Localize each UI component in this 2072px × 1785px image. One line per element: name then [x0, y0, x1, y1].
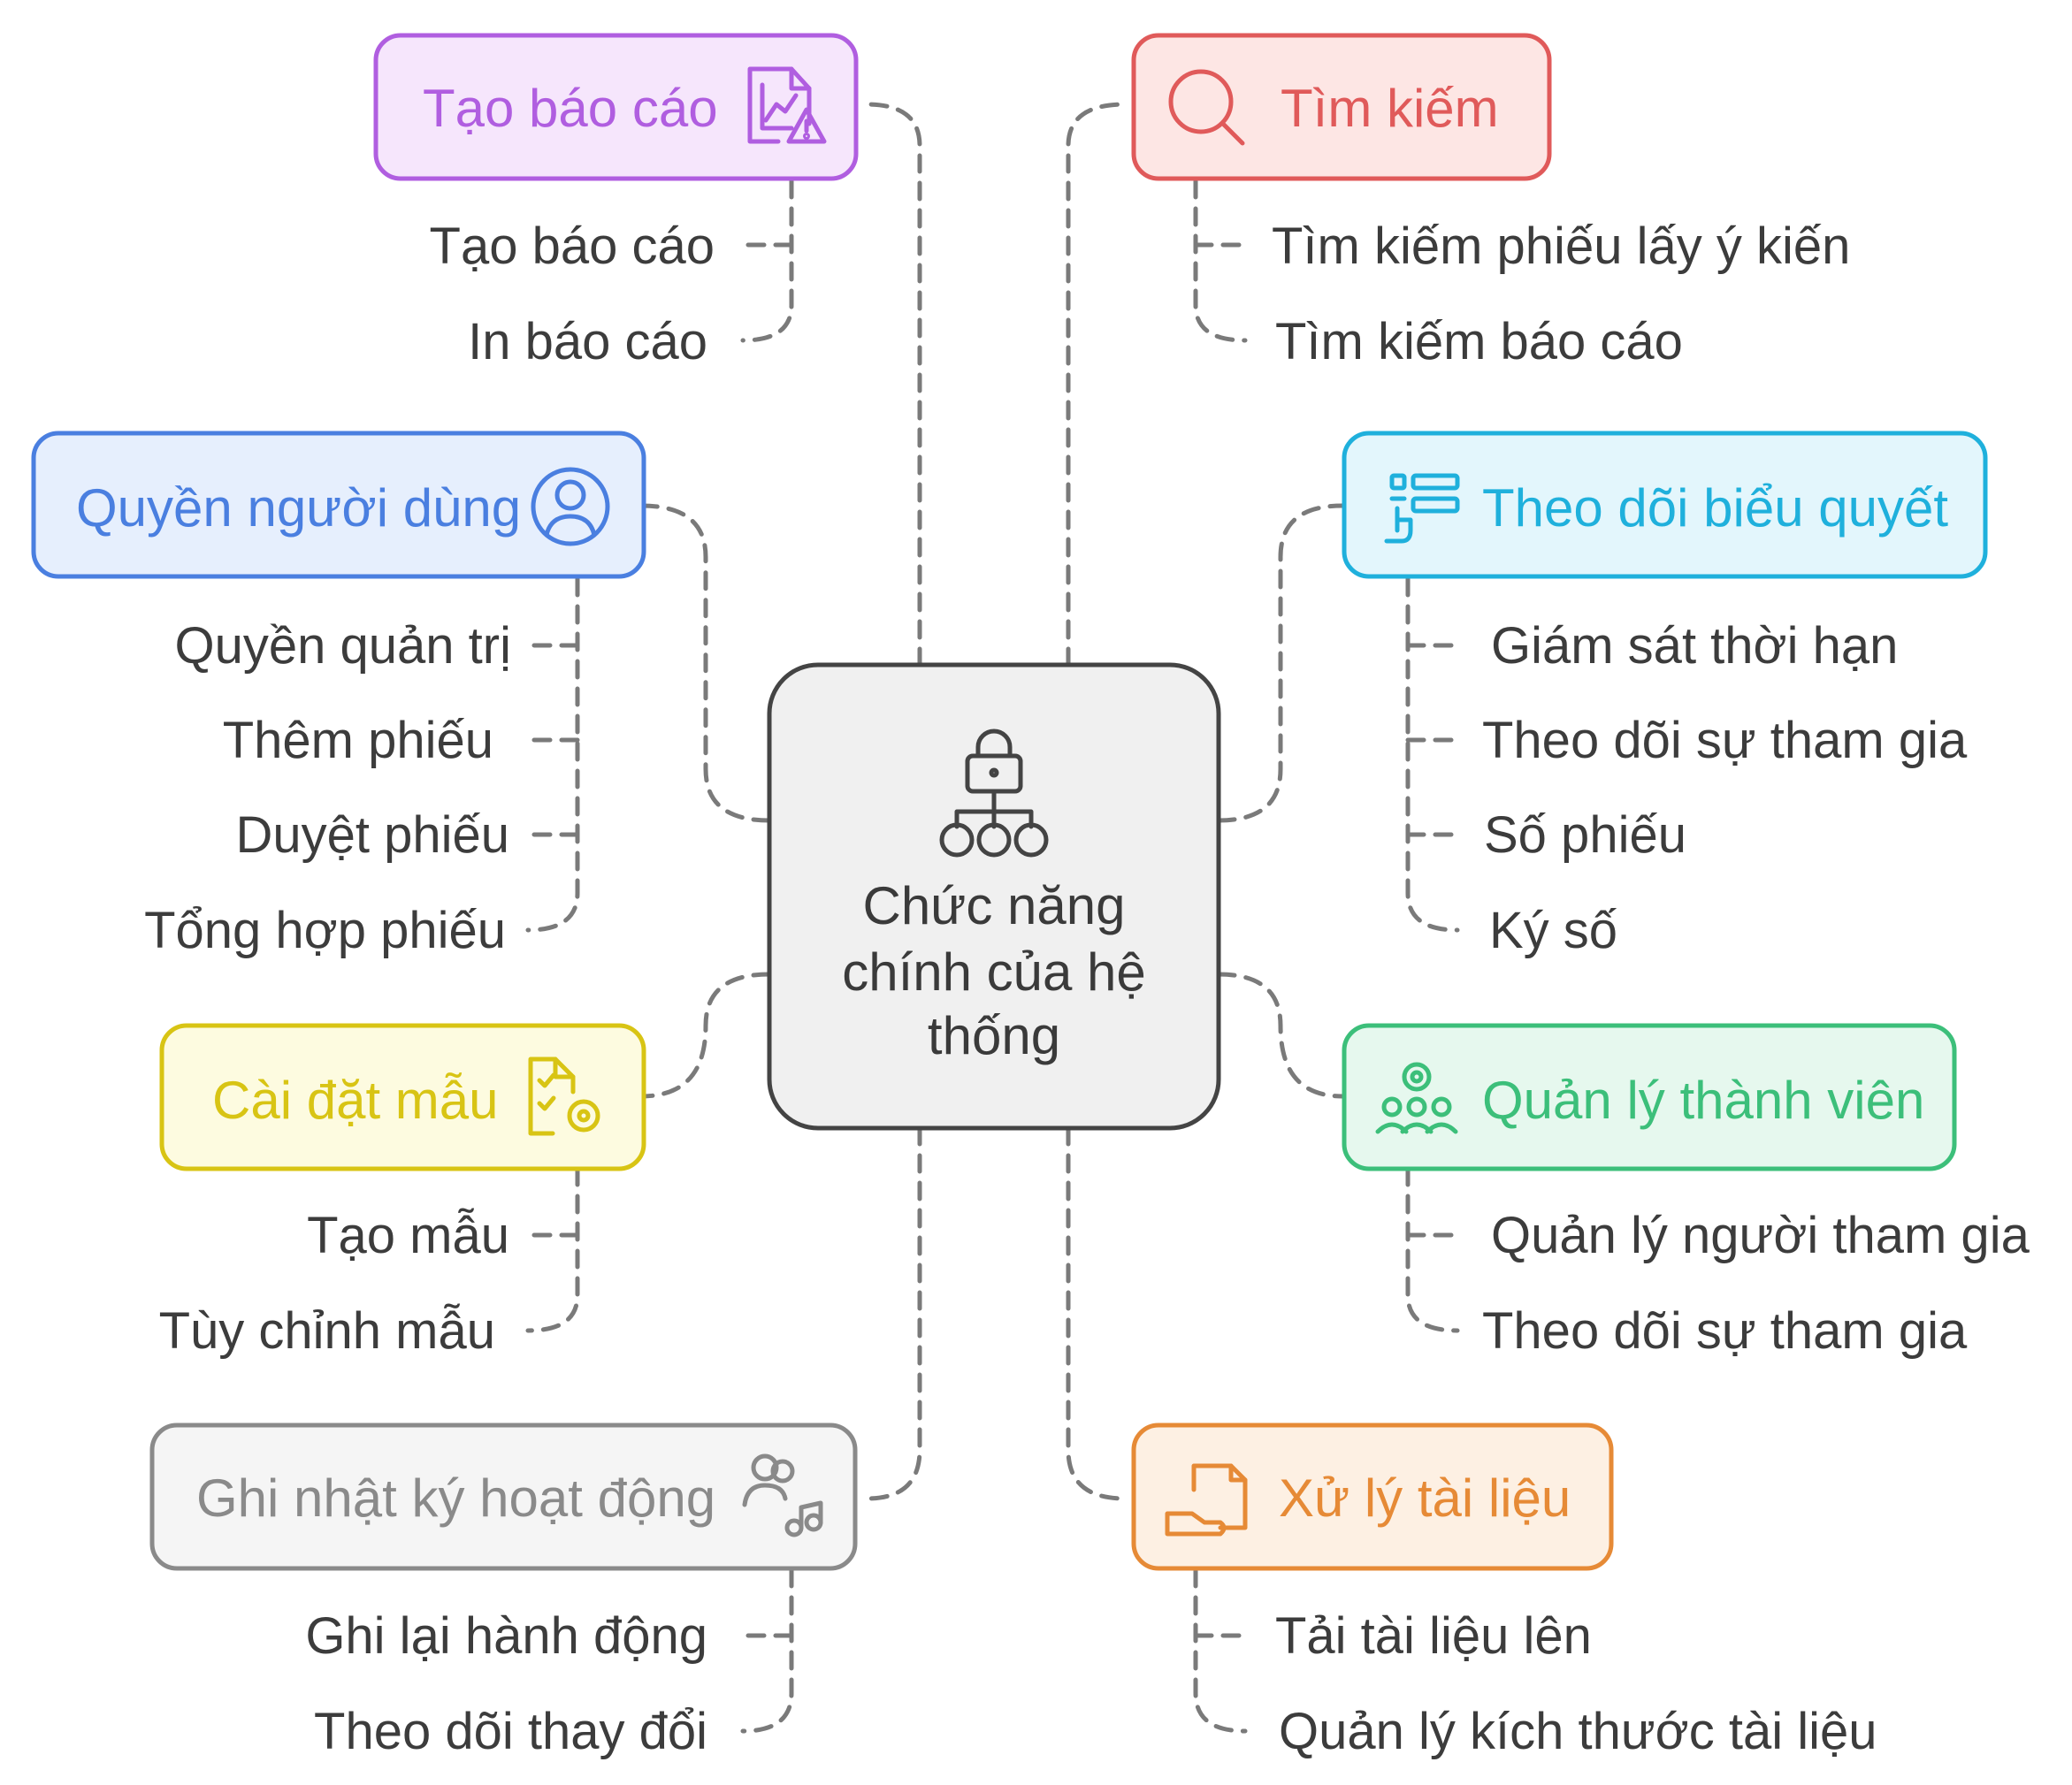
branch-box [373, 33, 859, 181]
item-ghi-lai-hanh-dong: Ghi lại hành động [305, 1607, 707, 1665]
item-tim-kiem-phieu: Tìm kiếm phiếu lấy ý kiến [1272, 217, 1850, 275]
item-theo-doi-su-tham-gia: Theo dõi sự tham gia [1482, 712, 1968, 769]
connector-theo-doi-bieu-quyet [1216, 503, 1345, 823]
item-theo-doi-thay-doi: Theo dõi thay đổi [314, 1703, 707, 1760]
item-so-phieu: Số phiếu [1484, 806, 1686, 864]
document-hand-icon [1165, 1463, 1248, 1537]
branch-quan-ly-thanh-vien: Quản lý thành viên Quản lý người tham gi… [1342, 1023, 2030, 1360]
center-node: Chức năng chính của hệ thống [767, 662, 1221, 1131]
branch-box [1131, 1423, 1614, 1571]
center-box [767, 662, 1221, 1131]
connector-tao-bao-cao [864, 102, 922, 667]
item-tao-mau: Tạo mẫu [307, 1207, 509, 1264]
branch-label: Cài đặt mẫu [212, 1071, 499, 1130]
item-tuy-chinh-mau: Tùy chỉnh mẫu [159, 1302, 495, 1360]
tap-list-icon [1384, 473, 1460, 544]
item-duyet-phieu: Duyệt phiếu [235, 806, 509, 864]
branch-box [31, 431, 646, 579]
item-tao-bao-cao: Tạo báo cáo [430, 217, 715, 275]
branch-label: Theo dõi biểu quyết [1482, 478, 1948, 538]
branch-box [1131, 33, 1552, 181]
user-circle-icon [531, 467, 610, 546]
branch-box [1342, 1023, 1957, 1171]
branch-box [149, 1423, 858, 1571]
item-tong-hop-phieu: Tổng hợp phiếu [144, 902, 506, 959]
item-them-phieu: Thêm phiếu [223, 712, 493, 769]
item-giam-sat-thoi-han: Giám sát thời hạn [1491, 617, 1898, 675]
item-quyen-quan-tri: Quyền quản trị [175, 617, 511, 675]
item-ky-so: Ký số [1489, 902, 1617, 959]
connector-xu-ly-tai-lieu [1066, 1125, 1128, 1501]
branch-label: Tạo báo cáo [423, 79, 718, 138]
item-theo-doi-su-tham-gia-2: Theo dõi sự tham gia [1482, 1302, 1968, 1360]
branch-box [1342, 431, 1988, 579]
center-title-line-2: chính của hệ [842, 942, 1146, 1002]
item-connectors [525, 179, 1460, 1734]
connector-quyen-nguoi-dung [638, 503, 772, 823]
search-icon [1168, 69, 1245, 146]
connector-ghi-nhat-ky [864, 1125, 922, 1501]
item-in-bao-cao: In báo cáo [468, 313, 707, 370]
branch-label: Tìm kiếm [1281, 79, 1499, 138]
center-connectors [638, 102, 1345, 1501]
branch-tim-kiem: Tìm kiếm Tìm kiếm phiếu lấy ý kiến Tìm k… [1131, 33, 1850, 370]
center-title-line-3: thống [928, 1006, 1060, 1065]
connector-tim-kiem [1066, 102, 1128, 667]
item-tim-kiem-bao-cao: Tìm kiếm báo cáo [1275, 313, 1683, 370]
branch-label: Ghi nhật ký hoạt động [196, 1468, 715, 1528]
branch-theo-doi-bieu-quyet: Theo dõi biểu quyết Giám sát thời hạn Th… [1342, 431, 1988, 959]
item-quan-ly-kich-thuoc: Quản lý kích thước tài liệu [1279, 1703, 1877, 1760]
team-gear-icon [1375, 1062, 1458, 1134]
report-warning-icon [747, 66, 827, 144]
branch-tao-bao-cao: Tạo báo cáo Tạo báo cáo In báo cáo [373, 33, 859, 370]
branch-label: Quản lý thành viên [1482, 1071, 1924, 1130]
checklist-gear-icon [528, 1057, 600, 1136]
users-music-icon [742, 1453, 823, 1537]
connector-cai-dat-mau [638, 972, 772, 1099]
branch-label: Quyền người dùng [76, 478, 521, 538]
branch-label: Xử lý tài liệu [1279, 1468, 1571, 1528]
branch-xu-ly-tai-lieu: Xử lý tài liệu Tải tài liệu lên Quản lý … [1131, 1423, 1877, 1760]
lock-network-icon [939, 728, 1049, 858]
item-quan-ly-nguoi-tham-gia: Quản lý người tham gia [1491, 1207, 2030, 1264]
branch-box [159, 1023, 646, 1171]
branch-quyen-nguoi-dung: Quyền người dùng Quyền quản trị Thêm phi… [31, 431, 646, 959]
branch-ghi-nhat-ky: Ghi nhật ký hoạt động Ghi lại hành động … [149, 1423, 858, 1760]
branch-cai-dat-mau: Cài đặt mẫu Tạo mẫu Tùy chỉnh mẫu [159, 1023, 646, 1360]
item-tai-tai-lieu-len: Tải tài liệu lên [1275, 1607, 1592, 1665]
connector-quan-ly-thanh-vien [1216, 972, 1345, 1099]
center-title-line-1: Chức năng [862, 876, 1125, 935]
